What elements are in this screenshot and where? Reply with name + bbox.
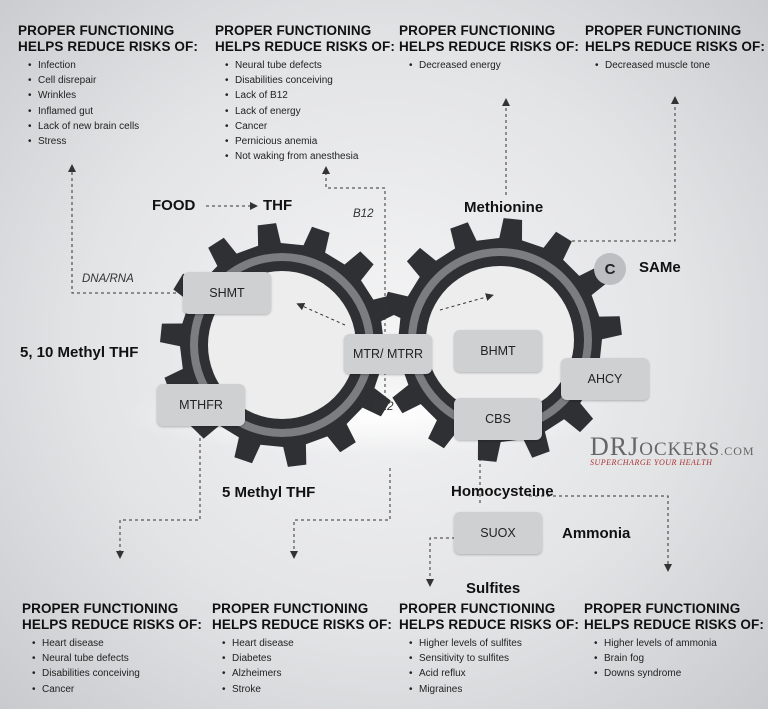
sulfites-label: Sulfites [466, 580, 521, 597]
b12-top-label: B12 [353, 208, 374, 220]
panel-title: PROPER FUNCTIONING HELPS REDUCE RISKS OF… [212, 601, 392, 632]
shmt-box: SHMT [183, 272, 271, 314]
risk-list: Neural tube defects Disabilities conceiv… [215, 58, 395, 165]
list-item: Disabilities conceiving [32, 666, 202, 681]
drjockers-logo: DRJOCKERS.COM SUPERCHARGE YOUR HEALTH [590, 432, 755, 467]
list-item: Higher levels of ammonia [594, 636, 764, 651]
risk-list: Heart disease Neural tube defects Disabi… [22, 636, 202, 697]
list-item: Cell disrepair [28, 73, 198, 88]
list-item: Higher levels of sulfites [409, 636, 579, 651]
cbs-box: CBS [454, 398, 542, 440]
panel-title: PROPER FUNCTIONING HELPS REDUCE RISKS OF… [399, 23, 579, 54]
list-item: Disabilities conceiving [225, 73, 395, 88]
list-item: Stress [28, 134, 198, 149]
c-symbol-badge: C [594, 253, 626, 285]
list-item: Alzheimers [222, 666, 392, 681]
risk-panel-top-2: PROPER FUNCTIONING HELPS REDUCE RISKS OF… [215, 23, 395, 165]
ahcy-box: AHCY [561, 358, 649, 400]
panel-title: PROPER FUNCTIONING HELPS REDUCE RISKS OF… [585, 23, 765, 54]
list-item: Sensitivity to sulfites [409, 651, 579, 666]
risk-list: Decreased energy [399, 58, 579, 73]
risk-panel-bottom-1: PROPER FUNCTIONING HELPS REDUCE RISKS OF… [22, 601, 202, 697]
risk-list: Higher levels of ammonia Brain fog Downs… [584, 636, 764, 682]
connector-lines [68, 96, 679, 587]
list-item: Stroke [222, 682, 392, 697]
risk-panel-top-3: PROPER FUNCTIONING HELPS REDUCE RISKS OF… [399, 23, 579, 73]
list-item: Infection [28, 58, 198, 73]
list-item: Brain fog [594, 651, 764, 666]
list-item: Migraines [409, 682, 579, 697]
methyl-5-thf-label: 5 Methyl THF [222, 484, 316, 501]
methionine-label: Methionine [464, 199, 544, 216]
list-item: Lack of energy [225, 104, 395, 119]
logo-wordmark: DRJOCKERS.COM [590, 432, 755, 461]
food-label: FOOD [152, 197, 196, 214]
b12-bottom-label: B12 [373, 401, 394, 413]
list-item: Inflamed gut [28, 104, 198, 119]
methyl-510-thf-label: 5, 10 Methyl THF [20, 344, 139, 361]
risk-panel-bottom-2: PROPER FUNCTIONING HELPS REDUCE RISKS OF… [212, 601, 392, 697]
list-item: Not waking from anesthesia [225, 149, 395, 164]
dna-rna-label: DNA/RNA [82, 273, 134, 285]
list-item: Acid reflux [409, 666, 579, 681]
mtr-mtrr-box: MTR/ MTRR [344, 334, 432, 374]
risk-panel-top-1: PROPER FUNCTIONING HELPS REDUCE RISKS OF… [18, 23, 198, 149]
bhmt-box: BHMT [454, 330, 542, 372]
risk-list: Infection Cell disrepair Wrinkles Inflam… [18, 58, 198, 149]
list-item: Diabetes [222, 651, 392, 666]
panel-title: PROPER FUNCTIONING HELPS REDUCE RISKS OF… [22, 601, 202, 632]
risk-panel-bottom-4: PROPER FUNCTIONING HELPS REDUCE RISKS OF… [584, 601, 764, 682]
ammonia-label: Ammonia [562, 525, 631, 542]
list-item: Heart disease [32, 636, 202, 651]
list-item: Pernicious anemia [225, 134, 395, 149]
list-item: Decreased energy [409, 58, 579, 73]
list-item: Cancer [32, 682, 202, 697]
list-item: Wrinkles [28, 88, 198, 103]
logo-tagline: SUPERCHARGE YOUR HEALTH [590, 458, 713, 467]
panel-title: PROPER FUNCTIONING HELPS REDUCE RISKS OF… [584, 601, 764, 632]
risk-list: Higher levels of sulfites Sensitivity to… [399, 636, 579, 697]
risk-list: Heart disease Diabetes Alzheimers Stroke [212, 636, 392, 697]
thf-label: THF [263, 197, 293, 214]
list-item: Lack of new brain cells [28, 119, 198, 134]
list-item: Neural tube defects [225, 58, 395, 73]
list-item: Cancer [225, 119, 395, 134]
list-item: Decreased muscle tone [595, 58, 765, 73]
panel-title: PROPER FUNCTIONING HELPS REDUCE RISKS OF… [399, 601, 579, 632]
list-item: Neural tube defects [32, 651, 202, 666]
risk-panel-bottom-3: PROPER FUNCTIONING HELPS REDUCE RISKS OF… [399, 601, 579, 697]
list-item: Downs syndrome [594, 666, 764, 681]
risk-panel-top-4: PROPER FUNCTIONING HELPS REDUCE RISKS OF… [585, 23, 765, 73]
suox-box: SUOX [454, 512, 542, 554]
same-label: SAMe [639, 259, 681, 276]
panel-title: PROPER FUNCTIONING HELPS REDUCE RISKS OF… [18, 23, 198, 54]
list-item: Lack of B12 [225, 88, 395, 103]
risk-list: Decreased muscle tone [585, 58, 765, 73]
panel-title: PROPER FUNCTIONING HELPS REDUCE RISKS OF… [215, 23, 395, 54]
mthfr-box: MTHFR [157, 384, 245, 426]
list-item: Heart disease [222, 636, 392, 651]
homocysteine-label: Homocysteine [451, 483, 554, 500]
